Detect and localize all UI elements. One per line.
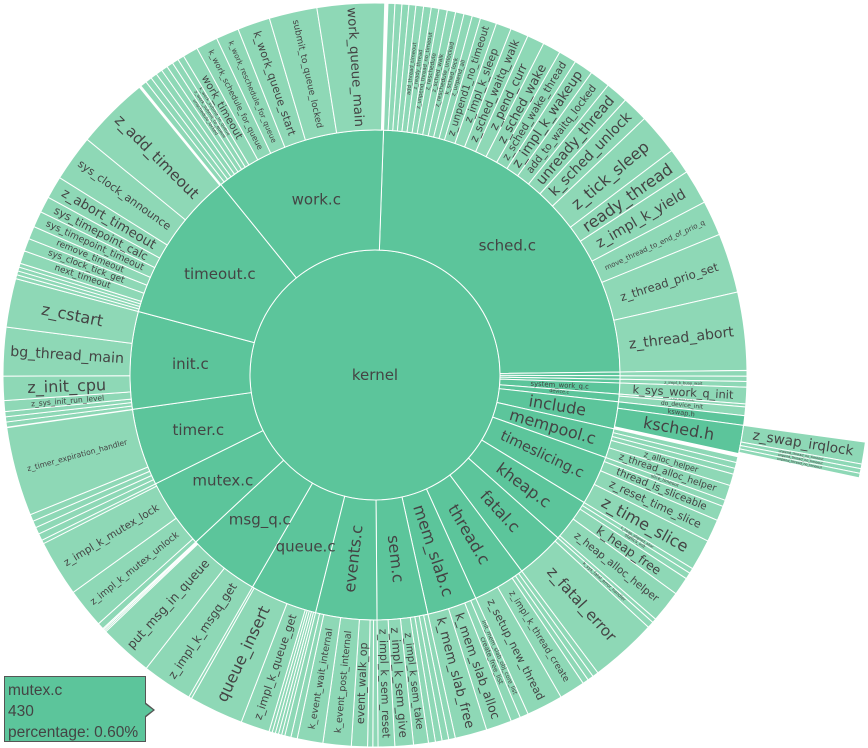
sunburst-slice-unlabeled[interactable] (619, 369, 748, 377)
tooltip-arrow-inner (145, 704, 153, 716)
sunburst-slice-z-add-timeout[interactable] (86, 86, 221, 221)
sunburst-slice-kernel[interactable] (249, 249, 501, 501)
sunburst-slice-work-queue-main[interactable] (316, 2, 386, 134)
sunburst-slice-unpend-thread-no-timeout[interactable] (738, 448, 861, 479)
